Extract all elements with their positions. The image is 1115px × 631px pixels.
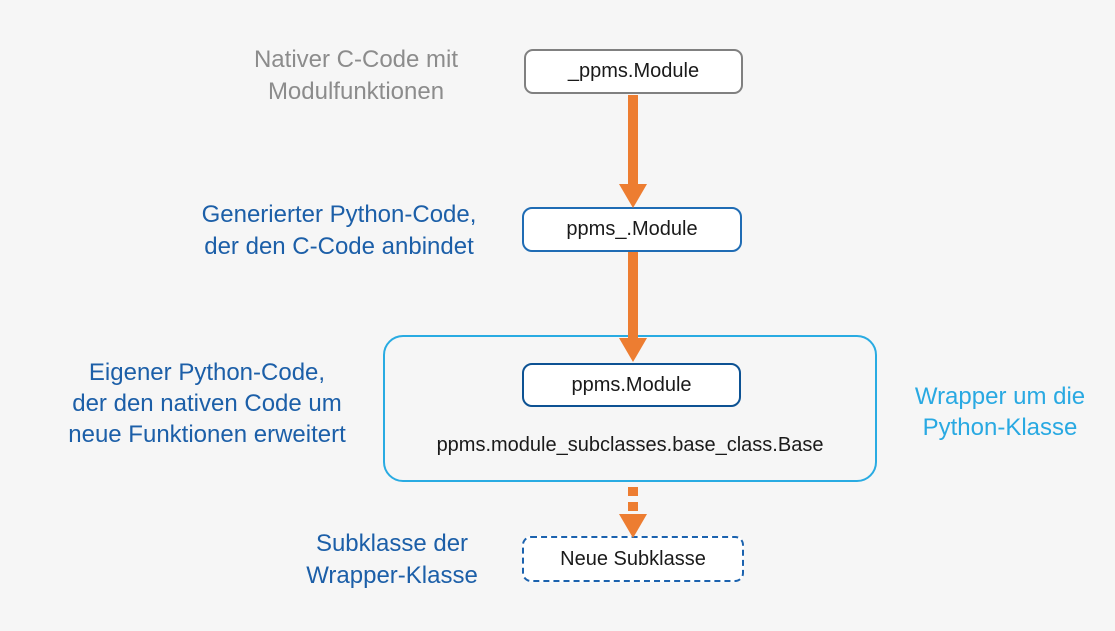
- node-generated-module: ppms_.Module: [522, 207, 742, 252]
- annotation-wrapper-python-class: Wrapper um die Python-Klasse: [914, 383, 1086, 441]
- arrow-head-icon: [619, 184, 647, 208]
- node-wrapper-module: ppms.Module: [522, 363, 741, 407]
- annotation-subclass-of-wrapper: Subklasse der Wrapper-Klasse: [306, 530, 478, 589]
- node-new-subclass-label: Neue Subklasse: [560, 547, 706, 570]
- arrow-head-icon: [619, 338, 647, 362]
- connector-arrow-native-to-generated: [619, 95, 647, 208]
- arrow-head-icon: [619, 514, 647, 538]
- annotation-own-python-code: Eigener Python-Code, der den nativen Cod…: [68, 359, 346, 448]
- node-wrapper-module-label: ppms.Module: [571, 373, 692, 396]
- arrow-dash: [628, 502, 638, 511]
- base-class-path-text: ppms.module_subclasses.base_class.Base: [436, 434, 824, 456]
- arrow-shaft: [628, 252, 638, 338]
- node-new-subclass: Neue Subklasse: [522, 536, 744, 582]
- connector-arrow-wrapper-to-subclass: [619, 487, 647, 538]
- node-native-module: _ppms.Module: [524, 49, 743, 94]
- node-generated-module-label: ppms_.Module: [566, 218, 698, 240]
- connector-arrow-generated-to-wrapper: [619, 252, 647, 362]
- annotation-native-c-code: Nativer C-Code mit Modulfunktionen: [253, 46, 459, 105]
- node-native-module-label: _ppms.Module: [567, 60, 700, 82]
- arrow-shaft: [628, 95, 638, 184]
- annotation-generated-python-code: Generierter Python-Code, der den C-Code …: [201, 201, 477, 260]
- arrow-dash: [628, 487, 638, 496]
